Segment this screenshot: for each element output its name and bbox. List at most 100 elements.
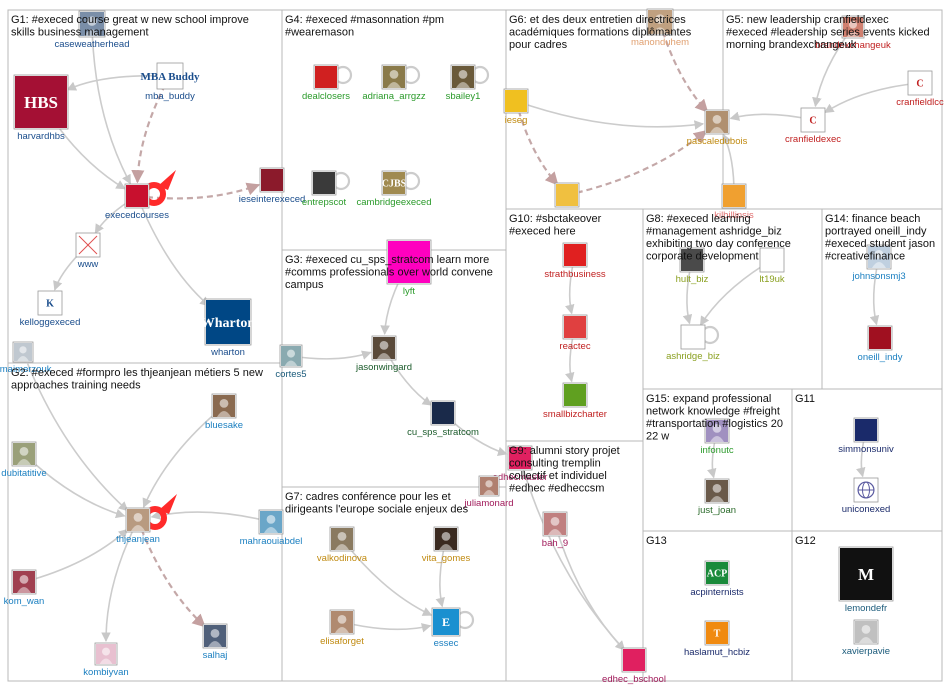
node-cortes5[interactable]: cortes5	[275, 344, 307, 380]
node-edhec_bschool[interactable]: edhec_bschool	[602, 647, 666, 685]
node-vita_gomes[interactable]: vita_gomes	[422, 526, 471, 564]
ieseg-badge-logo	[556, 184, 578, 206]
avatar-head	[219, 398, 229, 408]
node-cranfieldexec-top[interactable]: brandexchangeuk	[815, 15, 891, 51]
node-caseweatherhead[interactable]: caseweatherhead	[55, 10, 130, 50]
mba-buddy-logo	[158, 64, 182, 88]
node-reactec[interactable]: reactec	[559, 314, 591, 352]
group-titles: G1: #execed course great w new school im…	[11, 14, 935, 547]
node-just_joan[interactable]: just_joan	[697, 478, 736, 516]
node-label-hult_biz: hult_biz	[676, 274, 709, 285]
group-title-line: G7: cadres conférence pour les et	[285, 491, 451, 503]
avatar-head	[655, 14, 665, 24]
node-execedcourses[interactable]: execedcourses	[105, 183, 169, 221]
node-ashridge_biz[interactable]: ashridge_biz	[666, 324, 720, 362]
group-title-line: G10: #sbctakeover	[509, 213, 602, 225]
node-dubitatitive[interactable]: dubitatitive	[1, 441, 47, 479]
node-valkodinova[interactable]: valkodinova	[317, 526, 368, 564]
group-title-line: G3: #execed cu_sps_stratcom learn more	[285, 254, 489, 266]
node-entrepscot[interactable]: entrepscot	[302, 170, 347, 208]
node-kombiyvan[interactable]: kombiyvan	[83, 642, 129, 678]
node-strathbusiness[interactable]: strathbusiness	[544, 242, 606, 280]
node-label-reactec: reactec	[559, 341, 590, 352]
node-simmonsunv[interactable]: simmonsuniv	[838, 417, 894, 455]
node-elisaforget[interactable]: elisaforget	[320, 609, 364, 647]
node-label-bluesake: bluesake	[205, 420, 243, 431]
dealclosers-logo	[315, 66, 337, 88]
node-smallbizcharter[interactable]: smallbizcharter	[543, 382, 607, 420]
edge-ieseg-pascaledubois	[515, 100, 705, 130]
avatar-head	[712, 483, 722, 493]
group-title-line: #comms professionals over world convene	[285, 267, 493, 279]
edge-elisaforget-essec	[341, 621, 432, 633]
node-label-harvardhbs: harvardhbs	[17, 131, 65, 142]
node-ieseg[interactable]: ieseg	[503, 88, 529, 126]
node-bah_9[interactable]: bah_9	[542, 511, 568, 549]
group-title-line: corporate development	[646, 251, 759, 263]
avatar-head	[287, 349, 295, 358]
broken-image-line	[78, 235, 98, 255]
node-label-wharton: wharton	[210, 347, 245, 358]
node-oneill_indy[interactable]: oneill_indy	[858, 325, 903, 363]
node-pascaledubois[interactable]: pascaledubois	[687, 109, 748, 147]
node-jasonwingard[interactable]: jasonwingard	[355, 335, 412, 373]
node-kom_wan[interactable]: kom_wan	[4, 569, 45, 607]
avatar-body	[483, 490, 495, 495]
node-xavierpavie[interactable]: xavierpavie	[842, 619, 890, 657]
node-edhecmaster[interactable]: edhecmaster	[493, 445, 548, 483]
node-salhaj[interactable]: salhaj	[203, 623, 228, 661]
avatar-body	[17, 356, 29, 361]
edges	[22, 21, 921, 651]
group-title-line: approaches training needs	[11, 380, 141, 392]
node-lyft[interactable]: lyft	[386, 239, 432, 297]
group-title-line: G1: #execed course great w new school im…	[11, 14, 249, 26]
node-mahraouiabdel[interactable]: mahraouiabdel	[240, 509, 303, 547]
node-uniconexed[interactable]: uniconexed	[842, 477, 891, 515]
node-bluesake[interactable]: bluesake	[205, 393, 243, 431]
hult-logo	[681, 249, 703, 271]
group-box-g14	[821, 208, 943, 390]
node-cu_sps_stratcom[interactable]: cu_sps_stratcom	[407, 400, 479, 438]
node-juliamonard[interactable]: juliamonard	[463, 475, 514, 509]
wharton-logo	[206, 300, 250, 344]
node-thjeanjean[interactable]: thjeanjean	[116, 507, 160, 545]
avatar-body	[846, 31, 860, 37]
node-hult_biz[interactable]: hult_biz	[676, 247, 709, 285]
node-dealclosers[interactable]: dealclosers	[302, 64, 350, 102]
node-sbailey1[interactable]: sbailey1	[446, 64, 481, 102]
node-johnsonsmj3[interactable]: johnsonsmj3	[851, 244, 906, 282]
node-ieseg-badge[interactable]	[554, 182, 580, 208]
group-title-line: #edhec #edheccsm	[509, 483, 604, 495]
group-title-line: morning brandexchangeuk	[726, 39, 857, 51]
node-adriana_arrgzz[interactable]: adriana_arrgzz	[362, 64, 426, 102]
node-logo-text: CJBS	[382, 179, 407, 190]
node-www[interactable]: www	[75, 232, 101, 270]
avatar-head	[19, 574, 29, 584]
avatar-body	[709, 495, 725, 502]
avatar-body	[871, 261, 887, 268]
node-label-www: www	[77, 259, 99, 270]
node-label-adriana_arrgzz: adriana_arrgzz	[362, 91, 426, 102]
avatar-body	[334, 543, 350, 550]
node-infonutc[interactable]: infonutc	[700, 418, 734, 456]
node-amaimerzouk[interactable]: amaimerzouk	[0, 341, 52, 375]
node-label-edhec_bschool: edhec_bschool	[602, 674, 666, 685]
node-kilbillinsis[interactable]: kilbillinsis	[714, 183, 754, 221]
node-ieseinterexeced[interactable]: ieseinterexeced	[239, 167, 306, 205]
node-manonduhem[interactable]: manonduhem	[631, 8, 689, 48]
node-label-lt19uk: lt19uk	[759, 274, 785, 285]
node-lt19uk[interactable]: lt19uk	[759, 247, 785, 285]
